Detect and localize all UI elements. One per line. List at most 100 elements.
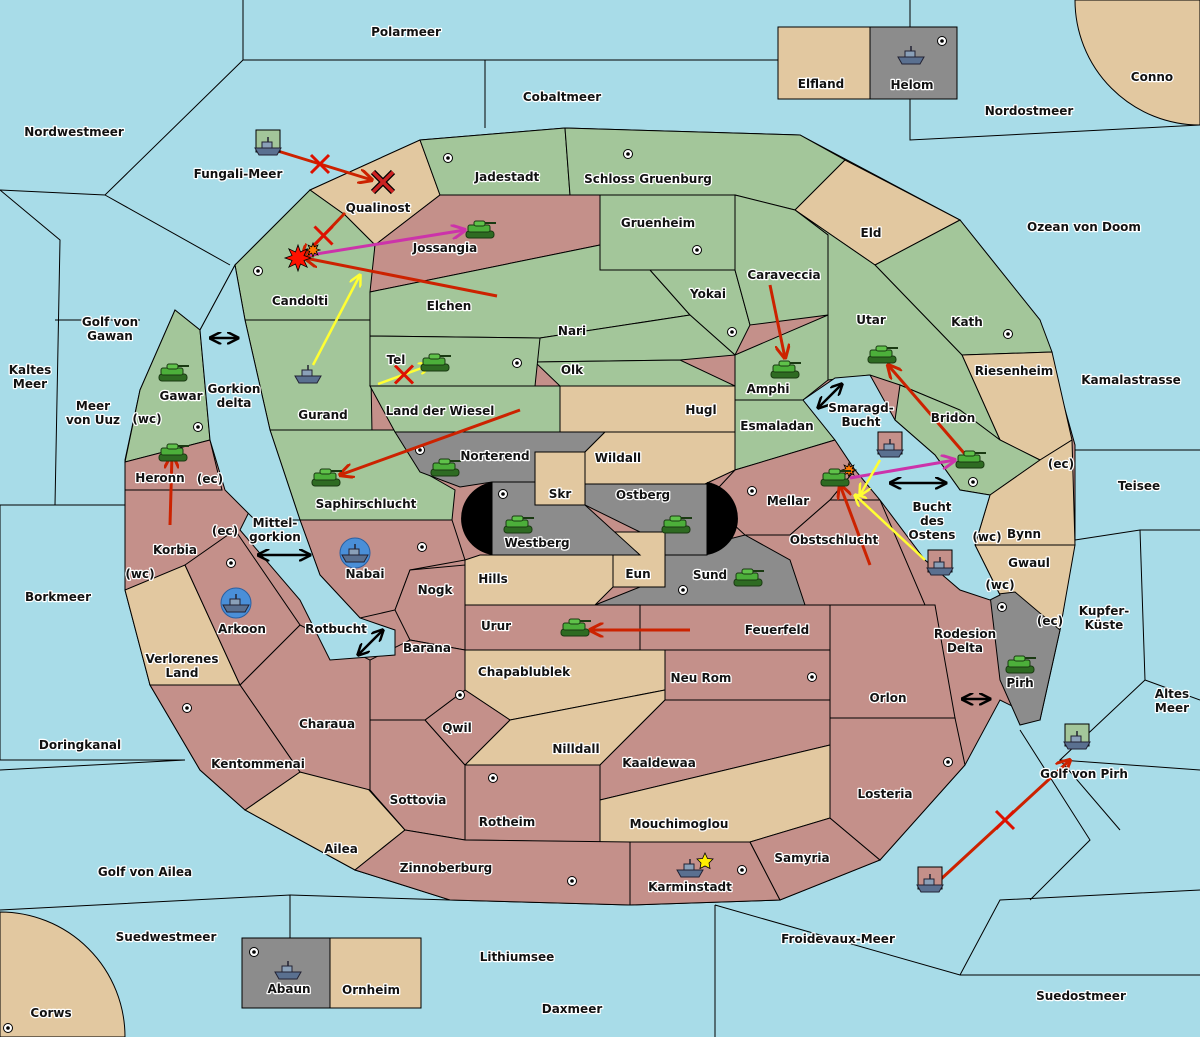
army-tank-icon[interactable]: [465, 220, 496, 239]
fleet-ship-icon[interactable]: [916, 866, 944, 893]
territory-region[interactable]: [464, 764, 601, 843]
fleet-ship-icon[interactable]: [897, 46, 925, 65]
bounce-burst-icon: [283, 243, 313, 273]
territory-label: (wc): [125, 567, 154, 581]
fleet-ship-icon[interactable]: [926, 549, 954, 576]
territory-label: (ec): [197, 472, 223, 486]
territory-label: Conno: [1131, 70, 1173, 84]
territory-label: Suedostmeer: [1036, 989, 1126, 1003]
army-tank-icon[interactable]: [420, 353, 451, 372]
label-line: Delta: [947, 641, 983, 655]
army-tank-icon[interactable]: [158, 363, 189, 382]
sea-border: [1019, 729, 1091, 901]
army-tank-icon[interactable]: [770, 360, 801, 379]
order-arrow-convoy: [849, 460, 955, 480]
territory-region[interactable]: [0, 911, 126, 1037]
army-tank-icon[interactable]: [158, 443, 189, 462]
territory-label: Zinnoberburg: [400, 861, 492, 875]
label-line: Ostens: [909, 528, 956, 542]
territory-label: (wc): [132, 412, 161, 426]
territory-ostberg[interactable]: [584, 483, 708, 556]
territory-label: Qwil: [442, 721, 472, 735]
fleet-ship-icon[interactable]: [676, 859, 704, 878]
order-arrow-move: [170, 455, 172, 526]
territory-label: Teisee: [1118, 479, 1160, 493]
order-arrow-support: [311, 275, 360, 366]
territory-label: Hugl: [685, 403, 716, 417]
army-tank-icon[interactable]: [733, 568, 764, 587]
territory-label: Nordostmeer: [985, 104, 1074, 118]
territory-region[interactable]: [329, 937, 422, 1009]
army-tank-icon[interactable]: [560, 618, 591, 637]
territory-label: Helom: [890, 78, 933, 92]
army-tank-icon[interactable]: [867, 345, 898, 364]
territory-label: Ozean von Doom: [1027, 220, 1141, 234]
fleet-ship-icon[interactable]: [339, 537, 371, 569]
territory-label: Jossangia: [412, 241, 477, 255]
units: [158, 46, 1091, 980]
army-tank-icon[interactable]: [661, 515, 692, 534]
army-tank-icon[interactable]: [955, 450, 986, 469]
double-arrow-icon: [358, 630, 383, 655]
label-line: Land: [166, 666, 199, 680]
order-arrow-convoy: [309, 230, 465, 257]
territory-region[interactable]: [599, 194, 736, 271]
territory-region[interactable]: [149, 684, 301, 811]
sea-border: [289, 894, 451, 901]
army-tank-icon[interactable]: [1005, 655, 1036, 674]
label-line: Golf von: [82, 315, 138, 329]
fleet-ship-icon[interactable]: [274, 961, 302, 980]
territory-label: Olk: [561, 363, 584, 377]
territory-label: Samyria: [774, 851, 829, 865]
territory-label: Elfland: [798, 77, 844, 91]
territory-label: (ec): [1037, 614, 1063, 628]
territory-label: Schloss Gruenburg: [584, 172, 712, 186]
territory-label: Rotbucht: [305, 622, 367, 636]
army-tank-icon[interactable]: [430, 458, 461, 477]
territory-region[interactable]: [829, 717, 966, 861]
territory-label: Abaun: [267, 982, 310, 996]
label-line: delta: [217, 396, 252, 410]
tunnel-east: [707, 482, 738, 555]
territory-region[interactable]: [419, 127, 571, 196]
territory-label: Kupfer-Küste: [1079, 604, 1129, 632]
territory-label: (wc): [985, 578, 1014, 592]
fleet-ship-icon[interactable]: [876, 431, 904, 458]
fleet-ship-icon[interactable]: [254, 129, 282, 156]
label-line: Gawan: [87, 329, 133, 343]
label-line: Meer: [76, 399, 110, 413]
fleet-ship-icon[interactable]: [220, 587, 252, 619]
territory-label: Nordwestmeer: [24, 125, 124, 139]
army-tank-icon[interactable]: [503, 515, 534, 534]
sea-border: [104, 194, 231, 266]
tunnel-west: [461, 482, 492, 555]
territory-label: Utar: [856, 313, 886, 327]
fleet-ship-icon[interactable]: [1063, 723, 1091, 750]
territory-label: Caraveccia: [747, 268, 820, 282]
supply-centers: [3, 36, 1013, 1033]
territory-region[interactable]: [1074, 0, 1200, 126]
territory-label: Arkoon: [218, 622, 266, 636]
order-arrow-move: [340, 408, 521, 475]
failed-order-x-icon: [313, 225, 334, 246]
army-tank-icon[interactable]: [820, 468, 851, 487]
territory-skr[interactable]: [534, 451, 586, 506]
territory-label: Cobaltmeer: [523, 90, 601, 104]
fleet-ship-icon[interactable]: [294, 365, 322, 384]
territory-label: Westberg: [504, 536, 569, 550]
territory-label: Gawar: [159, 389, 202, 403]
territory-label: Orlon: [869, 691, 906, 705]
territory-label: Obstschlucht: [790, 533, 879, 547]
army-tank-icon[interactable]: [311, 468, 342, 487]
territory-region[interactable]: [648, 269, 751, 356]
label-line: Verlorenes: [146, 652, 219, 666]
territory-label: Sottovia: [390, 793, 447, 807]
territory-label: Lithiumsee: [480, 950, 555, 964]
territory-label: Froidevaux-Meer: [781, 932, 895, 946]
label-line: Meer: [13, 377, 47, 391]
territory-label: Nogk: [418, 583, 454, 597]
